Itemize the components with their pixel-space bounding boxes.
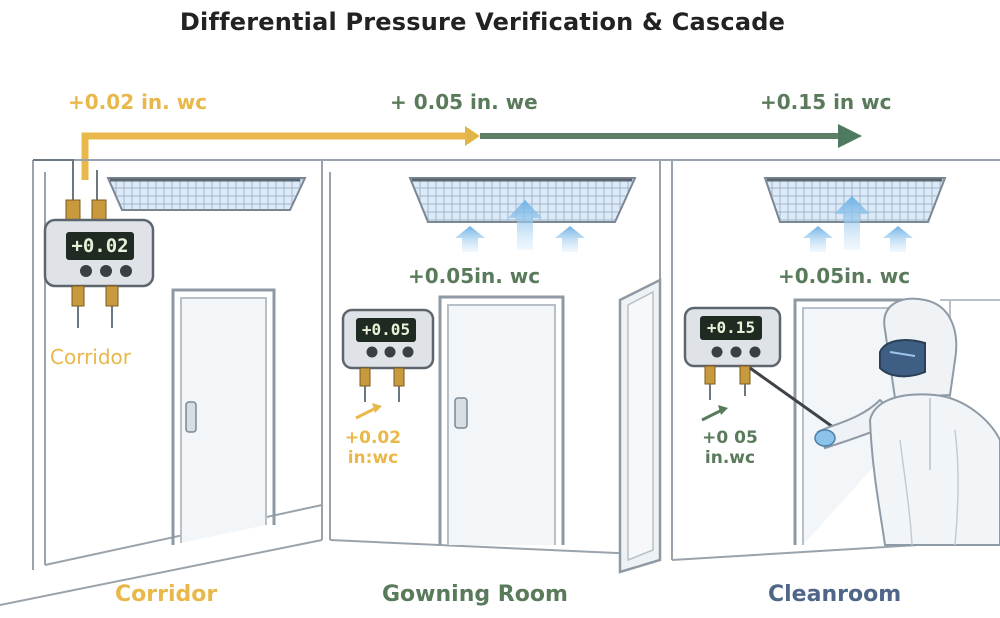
port-label-cleanroom: +0 05 in.wc <box>695 428 765 468</box>
cascade-label-gowning: + 0.05 in. we <box>390 90 538 114</box>
airflow-arrows-gowning <box>455 200 585 252</box>
pressure-cascade-arrow <box>81 124 862 180</box>
airflow-arrows-cleanroom <box>803 196 913 252</box>
port-label-cleanroom-value: +0 05 <box>702 428 758 448</box>
corridor-side-label: Corridor <box>50 345 132 369</box>
cascade-label-corridor: +0.02 in. wc <box>68 90 208 114</box>
gauge-display-cleanroom: +0.15 <box>700 316 762 340</box>
cascade-label-cleanroom: +0.15 in wc <box>760 90 892 114</box>
gauge-display-gowning: +0.05 <box>356 318 416 342</box>
room-label-corridor: Corridor <box>115 582 218 607</box>
ceiling-diffuser-gowning <box>408 177 637 223</box>
technician-in-cleanroom-suit <box>814 297 1000 546</box>
room-label-gowning: Gowning Room <box>382 582 568 607</box>
supply-label-gowning: +0.05in. wc <box>408 264 541 288</box>
diagram-title: Differential Pressure Verification & Cas… <box>179 8 786 36</box>
gauge-display-corridor: +0.02 <box>66 232 134 260</box>
supply-label-cleanroom: +0.05in. wc <box>778 264 911 288</box>
port-label-gowning-value: +0.02 <box>344 428 402 448</box>
ceiling-diffuser-corridor <box>106 177 307 211</box>
port-label-cleanroom-unit: in.wc <box>704 448 756 468</box>
port-label-gowning: +0.02 in:wc <box>338 428 408 468</box>
port-label-gowning-unit: in:wc <box>347 448 399 468</box>
door-corridor <box>171 288 276 545</box>
door-gowning <box>438 295 565 545</box>
room-label-cleanroom: Cleanroom <box>768 582 902 607</box>
